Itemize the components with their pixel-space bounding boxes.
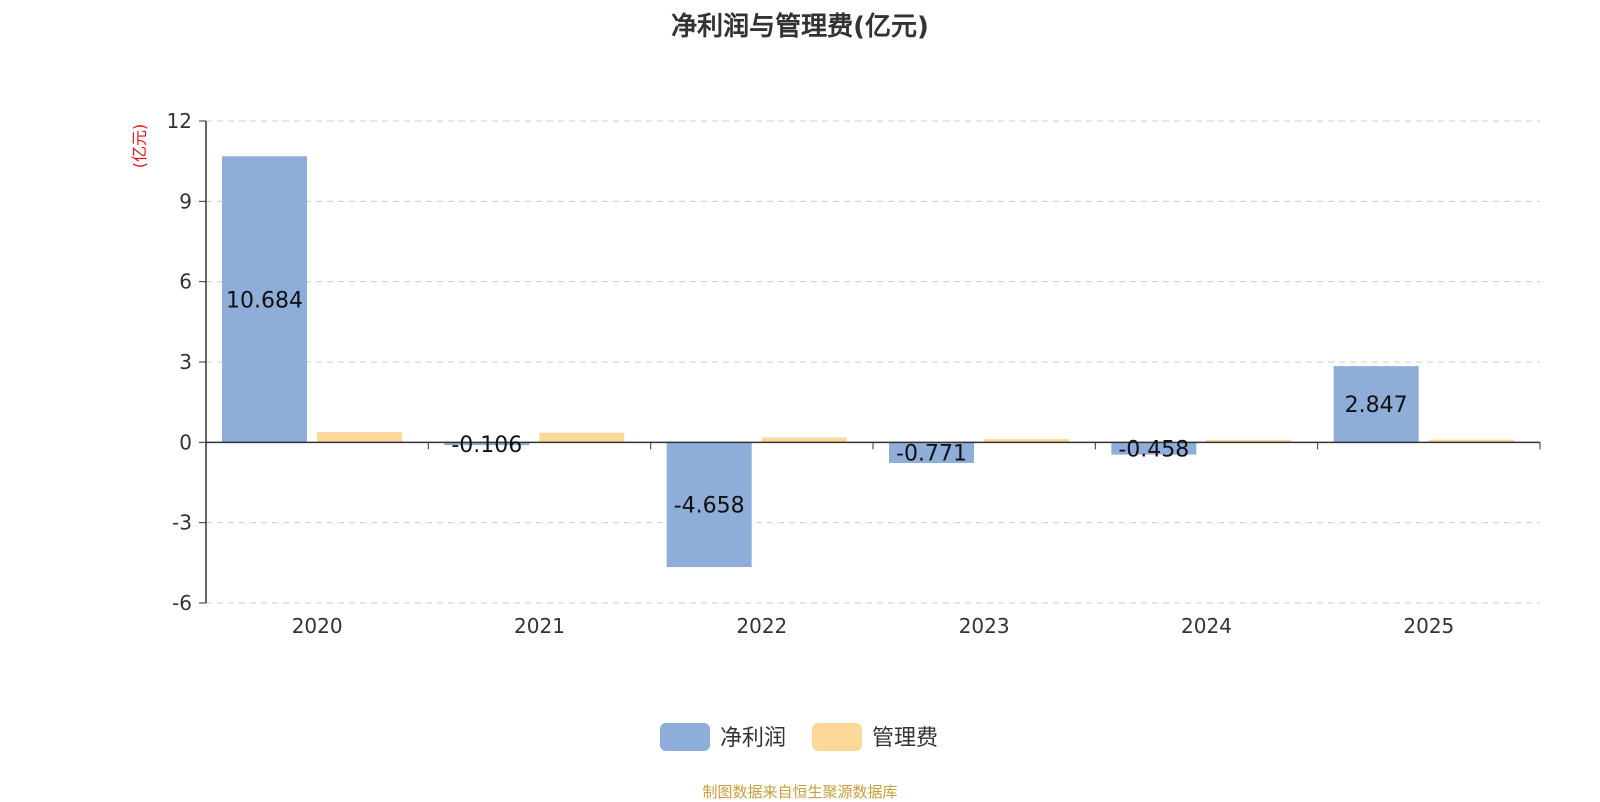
labels: 10.684 -0.106 -4.658 -0.771 -0.458 2.847 [226, 288, 1408, 518]
data-label: -0.106 [451, 433, 522, 458]
grid-lines [206, 120, 1540, 604]
y-tick-label: 0 [179, 430, 192, 454]
legend: 净利润 管理费 [660, 723, 938, 751]
data-label: 10.684 [226, 288, 303, 313]
legend-swatch [812, 723, 862, 751]
x-tick-label: 2024 [1181, 614, 1232, 638]
y-tick-label: -3 [172, 511, 192, 535]
legend-label: 管理费 [872, 726, 938, 751]
data-label: -0.771 [896, 442, 967, 467]
axes: -6 -3 0 3 6 9 12 (亿元) 2020 2021 2022 2023 2024 2025 [130, 109, 1541, 638]
x-tick-label: 2022 [736, 614, 787, 638]
y-tick-label: 12 [167, 109, 192, 133]
bar-净利润-2023 [889, 442, 974, 463]
legend-label: 净利润 [720, 726, 786, 751]
bar-管理费-2022 [761, 437, 847, 443]
data-label: -4.658 [674, 494, 745, 519]
y-tick-label: 9 [179, 189, 192, 213]
bar-管理费-2023 [984, 439, 1069, 443]
legend-swatch [660, 723, 710, 751]
bar-净利润-2021 [444, 442, 530, 446]
bar-管理费-2021 [539, 432, 625, 443]
data-label: 2.847 [1345, 393, 1408, 418]
x-tick-label: 2021 [514, 614, 565, 638]
y-axis-unit-label: (亿元) [130, 124, 149, 169]
y-tick-label: 6 [179, 270, 192, 294]
data-label: -0.458 [1118, 437, 1189, 462]
bar-净利润-2024 [1111, 442, 1197, 455]
bar-管理费-2024 [1206, 439, 1292, 443]
y-tick-label: 3 [179, 350, 192, 374]
x-tick-label: 2023 [959, 614, 1010, 638]
bars [222, 156, 1514, 568]
bar-管理费-2020 [317, 432, 402, 443]
y-tick-label: -6 [172, 591, 192, 615]
source-note: 制图数据来自恒生聚源数据库 [702, 783, 898, 801]
bar-净利润-2025 [1333, 366, 1419, 443]
chart-title: 净利润与管理费(亿元) [671, 12, 929, 42]
x-tick-label: 2025 [1403, 614, 1454, 638]
bar-净利润-2022 [666, 442, 752, 568]
bar-管理费-2025 [1428, 439, 1514, 443]
x-tick-label: 2020 [292, 614, 343, 638]
bar-净利润-2020 [222, 156, 307, 443]
